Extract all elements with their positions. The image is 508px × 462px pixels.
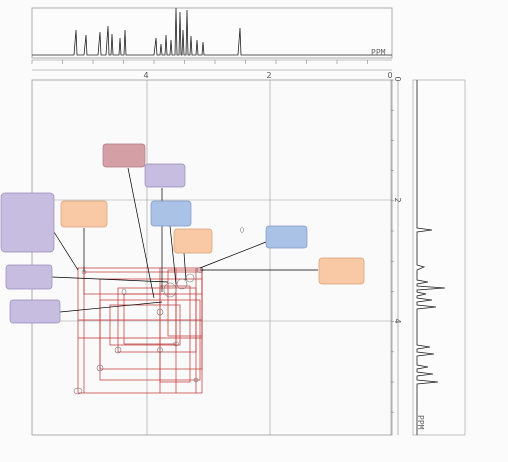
annotation-box-purple [144, 163, 186, 188]
top-1d-panel [31, 7, 393, 59]
side-ppm-label: PPM [416, 415, 425, 430]
annotation-box-red [102, 143, 146, 168]
annotation-box-blue [150, 200, 192, 227]
annotation-box-purple [0, 192, 55, 253]
f1-tick-label: 2 [393, 197, 402, 202]
f1-tick-label: 0 [393, 76, 402, 81]
annotation-box-orange [173, 228, 213, 254]
crosspeak-lines [77, 267, 203, 394]
annotation-box-purple [5, 264, 53, 290]
annotation-box-orange [318, 257, 365, 285]
f2-tick-label: 0 [387, 71, 392, 80]
top-ppm-label: PPM [371, 48, 386, 57]
annotation-box-orange [60, 200, 108, 228]
top-1d-trace [32, 7, 392, 56]
f2-tick-label: 4 [143, 71, 148, 80]
leader-lines [51, 167, 318, 313]
f2-tick-label: 2 [266, 71, 271, 80]
annotation-box-purple [9, 299, 61, 324]
side-1d-panel [412, 79, 466, 436]
f1-tick-label: 4 [393, 318, 402, 323]
contour-area [31, 79, 393, 436]
annotation-box-blue [265, 225, 308, 249]
side-1d-trace [416, 80, 446, 435]
